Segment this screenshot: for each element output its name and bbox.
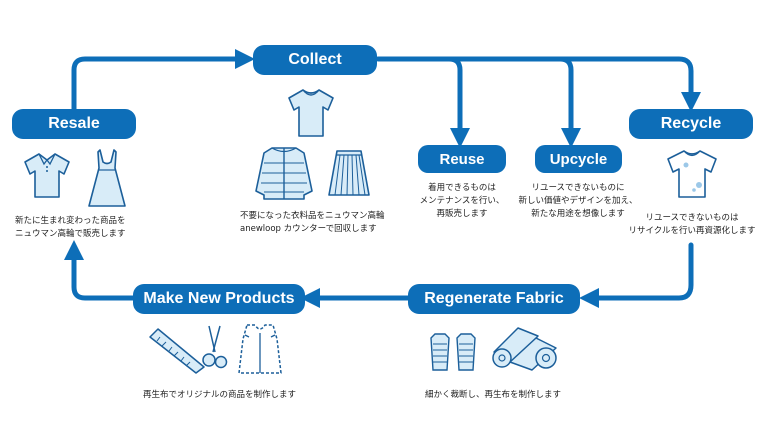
- recycle-label: Recycle: [629, 109, 753, 139]
- arrow-collect-to-recycle: [375, 56, 701, 112]
- recycle-caption: リユースできないものはリサイクルを行い再資源化します: [628, 213, 756, 236]
- resale-label: Resale: [12, 109, 136, 139]
- reuse-caption: 着用できるものはメンテナンスを行い、再販売します: [419, 183, 505, 219]
- make-new-products-label: Make New Products: [133, 284, 305, 314]
- tshirt-icon: [288, 89, 334, 137]
- dress-icon: [88, 149, 126, 207]
- vest-pattern-icon: [238, 324, 282, 374]
- polo-shirt-icon: [24, 153, 70, 198]
- regenerate-fabric-label: Regenerate Fabric: [408, 284, 580, 314]
- regenerate-caption: 細かく裁断し、再生布を制作します: [425, 390, 562, 400]
- collect-label: Collect: [253, 45, 377, 75]
- upcycle-caption: リユースできないものに新しい価値やデザインを加え、新たな用途を想像します: [518, 183, 638, 219]
- arrow-recycle-to-regenerate: [579, 242, 694, 308]
- arrow-make-to-resale: [64, 240, 136, 301]
- arrow-collect-to-upcycle: [557, 56, 581, 148]
- upcycle-label: Upcycle: [535, 145, 622, 173]
- reuse-label: Reuse: [418, 145, 506, 173]
- arrow-collect-to-reuse: [446, 56, 470, 148]
- resale-caption: 新たに生まれ変わった商品をニュウマン高輪で販売します: [15, 216, 126, 239]
- make-caption: 再生布でオリジナルの商品を制作します: [143, 390, 297, 400]
- pleated-skirt-icon: [328, 150, 370, 196]
- arrow-resale-to-collect: [71, 49, 255, 113]
- ruler-icon: [149, 328, 205, 374]
- stained-tshirt-icon: [667, 150, 717, 198]
- scissors-icon: [202, 325, 228, 369]
- down-jacket-icon: [255, 147, 313, 200]
- fabric-rolls-icon: [492, 327, 557, 371]
- thread-spools-icon: [430, 333, 476, 371]
